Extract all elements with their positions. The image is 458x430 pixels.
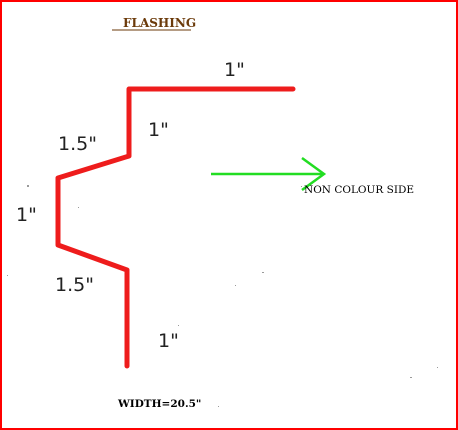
diagram-title: FLASHING bbox=[123, 16, 196, 30]
scan-speckles bbox=[7, 185, 438, 407]
dimension-bottom-leg: 1" bbox=[158, 330, 179, 352]
flashing-profile bbox=[55, 86, 296, 369]
total-width-label: WIDTH=20.5" bbox=[117, 398, 201, 410]
direction-arrow bbox=[211, 156, 327, 192]
dimension-lower-slope: 1.5" bbox=[55, 274, 94, 296]
dimension-middle-face: 1" bbox=[16, 204, 37, 226]
dimension-upper-riser: 1" bbox=[148, 119, 169, 141]
dimension-top-flange: 1" bbox=[224, 59, 245, 81]
dimension-upper-slope: 1.5" bbox=[58, 133, 97, 155]
non-colour-side-label: NON COLOUR SIDE bbox=[304, 184, 414, 196]
